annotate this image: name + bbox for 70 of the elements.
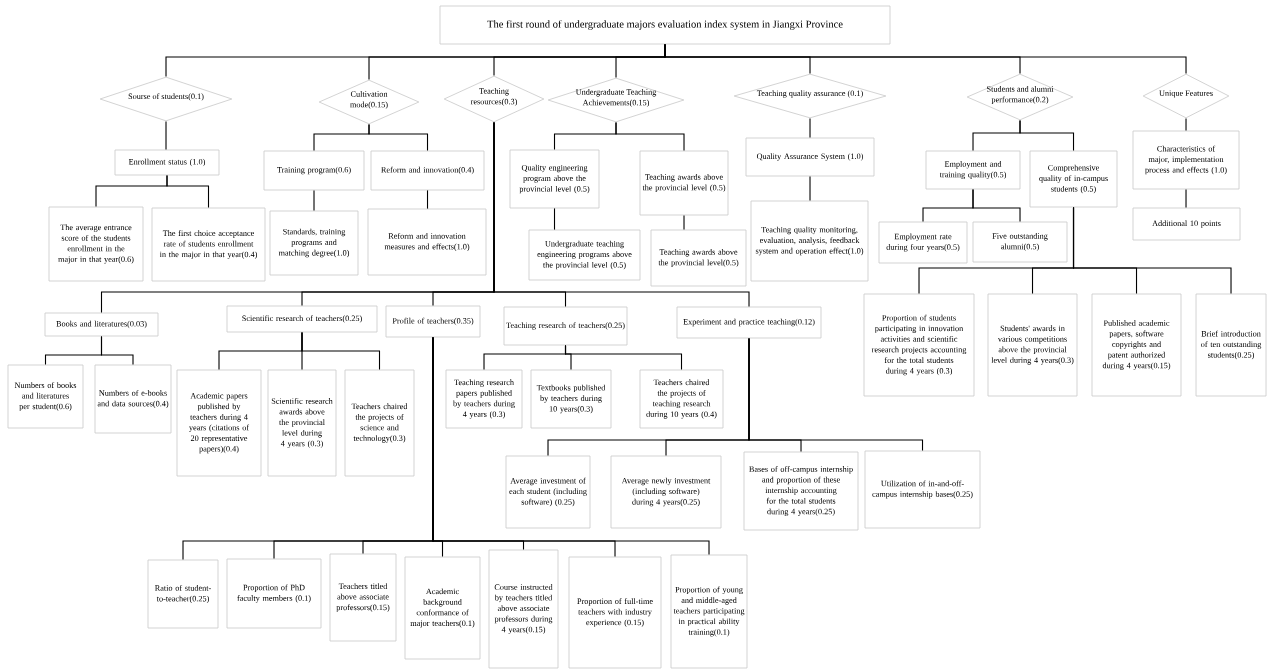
- index-box: Training program(0.6): [263, 150, 365, 191]
- index-box: Scientific research awards above the provincial level during 4 years (0.3): [267, 369, 337, 477]
- connector: [165, 120, 167, 151]
- index-box: Published academic papers, software copyrights and patent authorized during 4 years(0.15): [1091, 293, 1182, 397]
- index-box: Reform and innovation(0.4): [370, 150, 485, 191]
- connector: [301, 331, 381, 371]
- connector: [553, 207, 556, 231]
- connector: [493, 121, 750, 308]
- index-box: Characteristics of major, implementation process and effects (1.0): [1132, 130, 1240, 190]
- connector: [1072, 206, 1232, 295]
- index-box: The average entrance score of the students enrollment in the major in that year(0.6): [48, 206, 144, 282]
- index-box: Bases of off-campus internship and proportion of these internship accounting for the total students during 4 years(0.25): [743, 451, 859, 531]
- index-box: Proportion of young and middle-aged teachers participating in practical ability training(0.1): [670, 554, 748, 669]
- index-box: Course instructed by teachers titled above associate professors during 4 years(0.15): [488, 549, 559, 669]
- connector: [368, 123, 429, 152]
- title-box: The first round of undergraduate majors evaluation index system in Jiangxi Province: [439, 5, 891, 45]
- connector: [313, 189, 315, 212]
- index-box: Comprehensive quality of in-campus students (0.5): [1029, 150, 1118, 208]
- index-box: Teaching awards above the provincial level(0.5): [650, 229, 747, 287]
- index-box: Teachers chaired the projects of teaching research during 10 years (0.4): [639, 369, 724, 429]
- connector: [1185, 117, 1187, 132]
- index-box: Reform and innovation measures and effects(1.0): [367, 208, 487, 276]
- index-box: Proportion of PhD faculty members (0.1): [226, 558, 322, 629]
- index-box: Academic background conformance of major teachers(0.1): [404, 556, 481, 660]
- index-box: Utilization of in-and-off-campus internship bases(0.25): [864, 450, 981, 529]
- connector: [100, 335, 134, 366]
- connector: [426, 189, 429, 210]
- index-box: Average investment of each student (including software) (0.25): [505, 455, 591, 529]
- index-box: Teaching awards above the provincial level (0.5): [639, 150, 729, 216]
- index-box: Experiment and practice teaching(0.12): [676, 306, 822, 339]
- index-box: Standards, training programs and matching degree(1.0): [269, 210, 359, 276]
- index-box: The first choice acceptance rate of students enrollment in the major in that year(0.4): [151, 207, 266, 282]
- index-box: Enrollment status (1.0): [114, 149, 220, 176]
- connector: [748, 337, 924, 452]
- index-box: Teachers chaired the projects of science and technology(0.3): [344, 369, 415, 477]
- index-box: Quality Assurance System (1.0): [745, 137, 875, 177]
- index-box: Books and literatures(0.03): [44, 312, 159, 337]
- connector: [1019, 119, 1075, 152]
- index-box: Employment and training quality(0.5): [925, 150, 1021, 190]
- index-box: Five outstanding alumni(0.5): [972, 221, 1068, 263]
- index-box: Quality engineering program above the provincial level (0.5): [509, 149, 600, 209]
- connector: [1185, 188, 1187, 209]
- connector: [683, 214, 685, 231]
- connector: [564, 344, 683, 371]
- index-box: Proportion of full-time teachers with industry experience (0.15): [568, 556, 662, 669]
- index-box: Proportion of students participating in innovation activities and scientific research projects accounting for the total students during 4 years (0.3): [863, 293, 975, 397]
- index-box: Profile of teachers(0.35): [385, 305, 481, 338]
- index-box: Teaching quality monitoring, evaluation, analysis, feedback system and operation effect(1.0): [750, 200, 869, 282]
- connector: [432, 336, 710, 556]
- connector: [166, 174, 210, 209]
- index-box: Numbers of books and literatures per student(0.6): [7, 364, 84, 429]
- connector: [972, 188, 1021, 223]
- index-box: Numbers of e-books and data sources(0.4): [94, 364, 172, 434]
- index-box: Brief introduction of ten outstanding students(0.25): [1195, 293, 1267, 397]
- index-box: Textbooks published by teachers during 10 years(0.3): [530, 369, 612, 429]
- connector: [664, 43, 1187, 75]
- index-box: Teachers titled above associate professors(0.15): [329, 553, 397, 642]
- index-box: Scientific research of teachers(0.25): [226, 305, 378, 333]
- connector: [615, 121, 685, 152]
- index-box: Students' awards in various competitions above the provincial level during 4 years(0.3): [987, 293, 1078, 397]
- connector: [809, 117, 811, 139]
- index-box: Academic papers published by teachers during 4 years (citations of 20 representative papers)(0.4): [176, 369, 262, 477]
- index-box: Ratio of student-to-teacher(0.25): [147, 559, 219, 629]
- index-box: Employment rate during four years(0.5): [878, 221, 968, 264]
- connector: [809, 175, 811, 202]
- index-box: Undergraduate teaching engineering programs above the provincial level (0.5): [528, 229, 641, 281]
- index-box: Teaching research of teachers(0.25): [503, 306, 628, 346]
- index-box: Average newly investment (including software) during 4 years(0.25): [610, 455, 722, 529]
- index-box: Additional 10 points: [1132, 207, 1241, 241]
- index-box: Teaching research papers published by teachers during 4 years (0.3): [445, 369, 523, 429]
